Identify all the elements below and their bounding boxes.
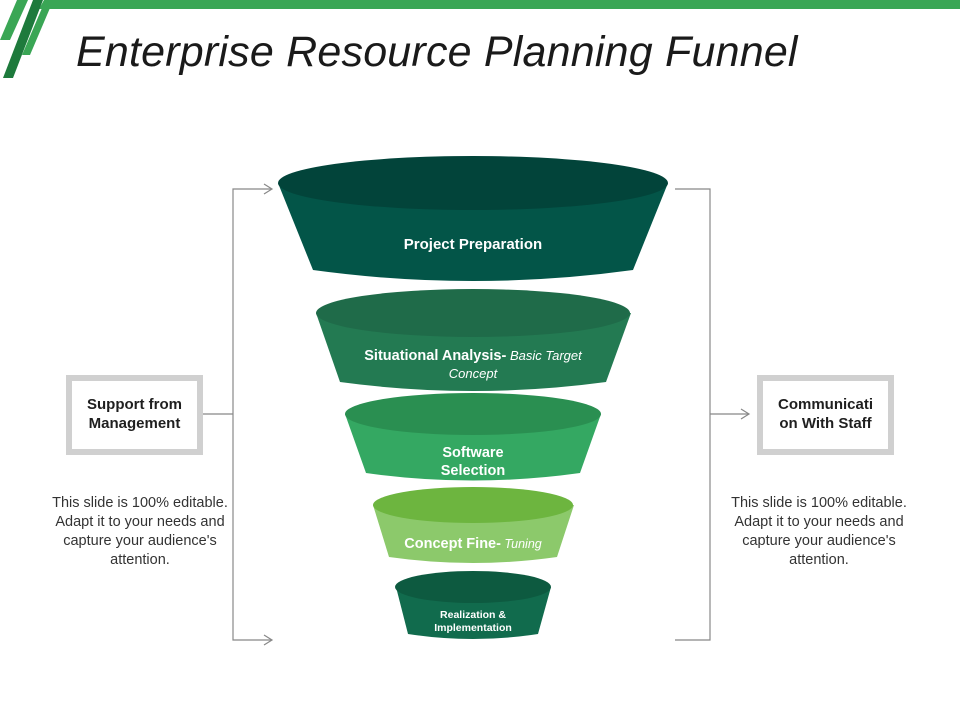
funnel-stage-3-top	[345, 393, 601, 435]
right-panel-box: Communicati on With Staff	[757, 375, 894, 455]
left-panel-text: This slide is 100% editable. Adapt it to…	[52, 495, 228, 568]
header-accent	[0, 0, 960, 78]
right-connector	[675, 188, 751, 641]
funnel-stage-1-title: Project Preparation	[403, 236, 543, 253]
header-slash-1	[0, 0, 28, 40]
funnel-stage-5-title: Realization & Implementation	[434, 609, 512, 635]
funnel-stage-5	[395, 571, 551, 639]
right-panel-text: This slide is 100% editable. Adapt it to…	[731, 495, 907, 568]
funnel-stage-5-top	[395, 571, 551, 603]
header-bar-top	[39, 0, 960, 9]
funnel-stage-3-label: Software Selection	[423, 444, 523, 480]
funnel-stage-1	[278, 156, 668, 281]
right-panel-label: Communicati on With Staff	[777, 396, 873, 432]
funnel-stage-1-label: Project Preparation	[333, 236, 613, 255]
left-arrowhead-bottom	[263, 634, 274, 646]
funnel-stage-4	[373, 487, 574, 563]
funnel-stage-4-top	[373, 487, 573, 523]
left-panel-box: Support from Management	[66, 375, 203, 455]
header-slash-2	[3, 0, 43, 78]
left-connector	[202, 183, 274, 646]
funnel-stage-4-subtitle: Tuning	[500, 537, 542, 551]
right-arrowhead	[740, 408, 751, 420]
funnel-stage-2-title: Situational Analysis-	[364, 348, 507, 364]
header-slash-3	[22, 8, 50, 55]
funnel-stage-2-label: Situational Analysis- Basic Target Conce…	[358, 347, 588, 383]
left-bracket-line	[232, 188, 271, 641]
page-title: Enterprise Resource Planning Funnel	[76, 28, 798, 76]
left-arrowhead-top	[263, 183, 274, 195]
funnel-stage-3	[345, 393, 601, 481]
left-panel-label: Support from Management	[87, 396, 182, 432]
funnel-stage-2	[316, 289, 631, 391]
funnel-stage-5-label: Realization & Implementation	[418, 609, 528, 635]
funnel-stage-1-body	[278, 183, 668, 281]
funnel-stage-1-top	[278, 156, 668, 210]
funnel-stage-3-title: Software Selection	[440, 445, 506, 480]
funnel-stage-4-title: Concept Fine-	[404, 536, 501, 552]
funnel-stage-4-label: Concept Fine- Tuning	[383, 535, 563, 553]
funnel-stage-2-top	[316, 289, 630, 337]
right-bracket-line	[675, 188, 711, 641]
funnel-stage-2-subtitle: Basic Target Concept	[448, 348, 582, 382]
